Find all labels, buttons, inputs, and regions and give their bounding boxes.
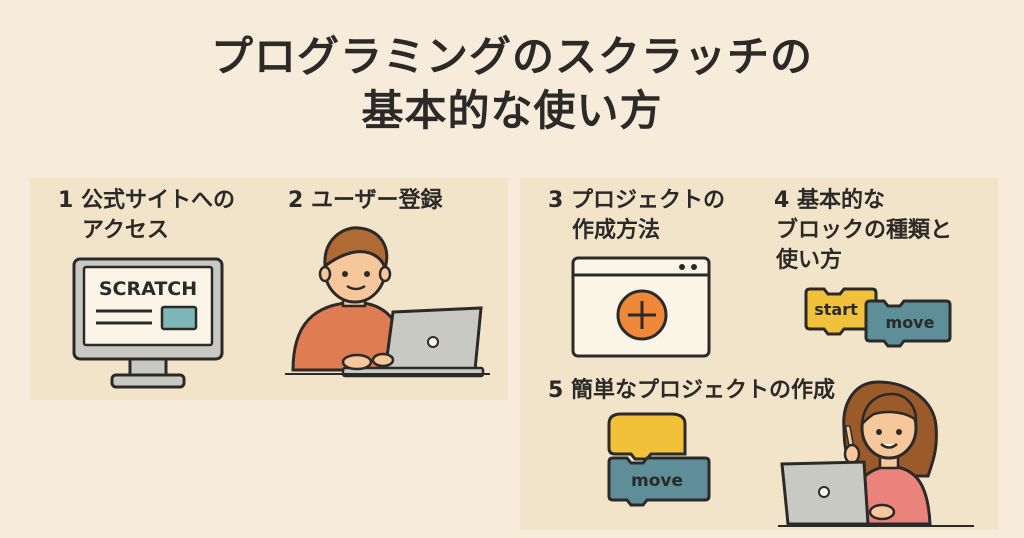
step-4-line-3: 使い方 — [776, 248, 843, 273]
step-3-line-2: 作成方法 — [572, 218, 661, 243]
step-3-label: 3 プロジェクトの 作成方法 — [548, 186, 725, 246]
step-3-number: 3 — [548, 188, 564, 213]
step-2-label: 2 ユーザー登録 — [288, 186, 443, 216]
blocks-illustration: start move — [804, 287, 952, 348]
user-with-laptop-illustration — [285, 226, 490, 378]
page-title: プログラミングのスクラッチの 基本的な使い方 — [0, 30, 1024, 138]
title-line-2: 基本的な使い方 — [361, 86, 663, 135]
block-move-label: move — [886, 313, 935, 332]
step-1-line-1: 公式サイトへの — [80, 188, 235, 213]
monitor-brand-text: SCRATCH — [99, 278, 197, 300]
step-1-number: 1 — [58, 188, 74, 213]
step-3-line-1: プロジェクトの — [570, 188, 725, 213]
step-5-number: 5 — [548, 378, 564, 403]
step-1-label: 1 公式サイトへの アクセス — [58, 186, 235, 246]
step-5-line-1: 簡単なプロジェクトの作成 — [570, 378, 835, 403]
stacked-blocks-illustration: move — [607, 412, 711, 507]
step-2-number: 2 — [288, 188, 304, 213]
step-4-line-2: ブロックの種類と — [776, 218, 953, 243]
block-start-label: start — [814, 300, 858, 319]
step-4-label: 4 基本的な ブロックの種類と 使い方 — [774, 186, 952, 276]
block-move-label-2: move — [631, 471, 683, 491]
step-2-line-1: ユーザー登録 — [310, 188, 443, 213]
monitor-illustration: SCRATCH — [72, 257, 224, 389]
step-4-number: 4 — [774, 188, 790, 213]
new-project-window-illustration — [571, 256, 711, 358]
step-1-line-2: アクセス — [82, 218, 169, 243]
step-5-label: 5 簡単なプロジェクトの作成 — [548, 376, 835, 406]
title-line-1: プログラミングのスクラッチの — [210, 32, 813, 81]
woman-with-laptop-illustration — [778, 380, 974, 527]
step-4-line-1: 基本的な — [796, 188, 885, 213]
